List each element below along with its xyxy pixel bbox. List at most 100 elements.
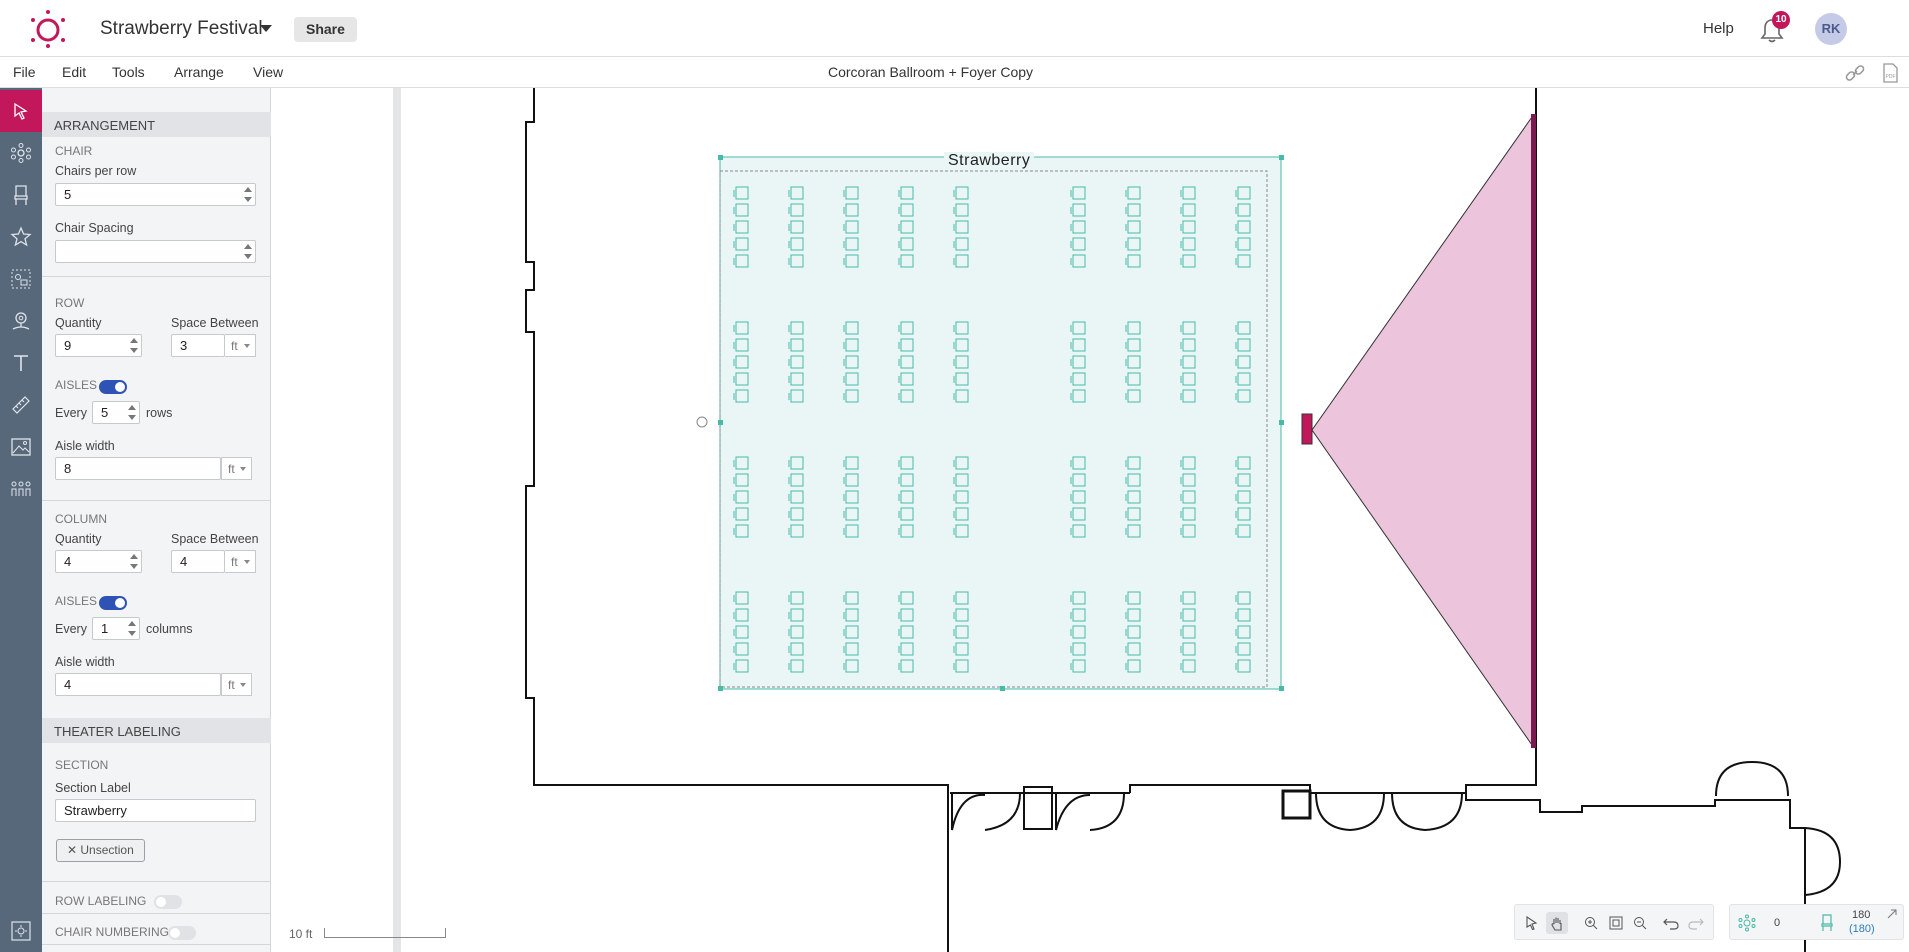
stepper-icon[interactable] [244,187,252,202]
chair[interactable] [1235,591,1251,605]
chair[interactable] [898,203,914,217]
chair[interactable] [898,186,914,200]
chair[interactable] [898,524,914,538]
chair[interactable] [788,254,804,268]
chair[interactable] [953,186,969,200]
chair[interactable] [1070,372,1086,386]
chair[interactable] [733,490,749,504]
chair[interactable] [788,507,804,521]
chair[interactable] [843,456,859,470]
chair[interactable] [1235,203,1251,217]
chair[interactable] [1180,507,1196,521]
link-icon[interactable] [1844,62,1866,84]
row-labeling-toggle[interactable] [154,895,182,909]
chair[interactable] [898,389,914,403]
chair[interactable] [1180,608,1196,622]
chair[interactable] [1180,642,1196,656]
chair[interactable] [788,642,804,656]
chair[interactable] [788,321,804,335]
chair[interactable] [1125,473,1141,487]
chair[interactable] [1235,507,1251,521]
chair[interactable] [733,338,749,352]
chair[interactable] [953,321,969,335]
chair[interactable] [1125,186,1141,200]
chair[interactable] [788,355,804,369]
chairs-tool[interactable] [0,174,42,216]
chair[interactable] [1125,203,1141,217]
chair[interactable] [953,642,969,656]
chair[interactable] [1070,186,1086,200]
chair[interactable] [898,254,914,268]
chair[interactable] [733,237,749,251]
chair[interactable] [788,372,804,386]
chair[interactable] [788,473,804,487]
chair[interactable] [1180,625,1196,639]
chair[interactable] [843,338,859,352]
chair[interactable] [898,473,914,487]
menu-view[interactable]: View [253,64,284,80]
chair[interactable] [733,389,749,403]
chair[interactable] [1125,321,1141,335]
stepper-icon[interactable] [244,244,252,259]
chair[interactable] [1070,355,1086,369]
row-space-input[interactable]: 3 [171,334,225,357]
chair[interactable] [953,372,969,386]
chair[interactable] [733,608,749,622]
chair[interactable] [953,203,969,217]
chair[interactable] [953,338,969,352]
chair[interactable] [898,338,914,352]
chair[interactable] [843,237,859,251]
chair[interactable] [1070,591,1086,605]
chair[interactable] [1070,456,1086,470]
menu-edit[interactable]: Edit [62,64,87,80]
share-button[interactable]: Share [294,17,357,42]
chair[interactable] [1070,642,1086,656]
chair[interactable] [1070,625,1086,639]
chair[interactable] [1180,220,1196,234]
chair[interactable] [1125,608,1141,622]
chair[interactable] [1125,456,1141,470]
col-aisles-toggle[interactable] [99,596,127,610]
chair[interactable] [733,220,749,234]
chair[interactable] [953,473,969,487]
chair[interactable] [1125,355,1141,369]
pdf-icon[interactable]: PDF [1879,62,1901,84]
chair[interactable] [1125,338,1141,352]
chair[interactable] [843,355,859,369]
chair[interactable] [1125,490,1141,504]
chair[interactable] [1070,389,1086,403]
chair[interactable] [733,659,749,673]
expand-icon[interactable] [1886,908,1898,920]
chair[interactable] [1125,237,1141,251]
settings-tool[interactable] [0,910,42,952]
row-aisle-unit-select[interactable]: ft [221,457,252,480]
image-tool[interactable] [0,426,42,468]
chair[interactable] [733,372,749,386]
chair[interactable] [1235,490,1251,504]
chair[interactable] [733,321,749,335]
chair[interactable] [953,524,969,538]
chair[interactable] [1125,625,1141,639]
chair[interactable] [1235,524,1251,538]
chair[interactable] [1235,321,1251,335]
chair[interactable] [733,524,749,538]
chair[interactable] [1235,642,1251,656]
chair[interactable] [1070,220,1086,234]
col-aisle-unit-select[interactable]: ft [221,673,252,696]
chair[interactable] [733,473,749,487]
chair[interactable] [1235,389,1251,403]
chair[interactable] [953,490,969,504]
chair[interactable] [733,456,749,470]
row-every-input[interactable]: 5 [92,401,140,424]
chair[interactable] [1125,659,1141,673]
chair-numbering-toggle[interactable] [168,926,196,940]
section-label-input[interactable]: Strawberry [55,799,256,822]
chair[interactable] [788,338,804,352]
row-quantity-input[interactable]: 9 [55,334,142,357]
favorites-tool[interactable] [0,216,42,258]
chair[interactable] [843,389,859,403]
undo-button[interactable] [1660,912,1682,934]
group-tool[interactable] [0,258,42,300]
chair[interactable] [1070,321,1086,335]
chair[interactable] [1070,490,1086,504]
